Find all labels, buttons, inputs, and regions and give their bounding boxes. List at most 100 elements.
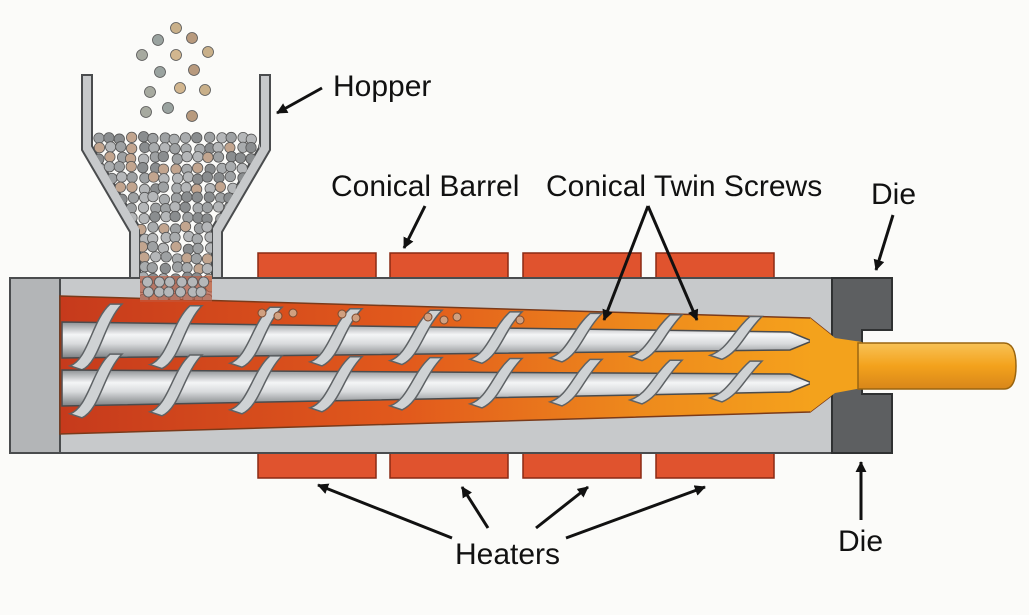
pellet-icon — [113, 222, 125, 234]
screw-flight — [467, 357, 524, 409]
hopper — [81, 74, 271, 302]
screw-icon — [61, 303, 814, 419]
pellet-icon — [201, 171, 213, 183]
pellet-icon — [176, 276, 188, 288]
pellet-icon — [147, 171, 160, 183]
pellet-icon — [224, 170, 236, 183]
pellet-icon — [159, 262, 171, 275]
pellet-icon — [105, 141, 117, 153]
pellet-icon — [93, 142, 106, 154]
pellet-icon — [103, 132, 115, 144]
pellet-icon — [102, 261, 114, 273]
pellet-icon — [258, 223, 260, 235]
pellet-icon — [102, 241, 115, 254]
label-arrows — [276, 86, 895, 540]
pellet-icon — [259, 201, 260, 214]
pellet-icon — [114, 262, 127, 274]
pellet-icon — [174, 82, 186, 94]
pellet-icon — [203, 191, 215, 203]
heater-block-icon — [655, 252, 775, 280]
conical-barrel-label: Conical Barrel — [331, 170, 519, 203]
pellet-icon — [154, 276, 165, 288]
pellet-icon — [157, 150, 169, 163]
pellet-icon — [259, 233, 260, 246]
pellet-icon — [153, 286, 165, 298]
pellet-icon — [179, 201, 191, 213]
pellet-icon — [170, 22, 182, 34]
heater-block-icon — [257, 252, 377, 280]
heater-block-icon — [522, 451, 642, 479]
die-label-top: Die — [871, 178, 916, 211]
pellet-icon — [169, 231, 181, 244]
pellet-icon — [191, 132, 203, 144]
pellet-icon — [172, 261, 184, 273]
pellet-icon — [234, 152, 247, 164]
pellet-icon — [245, 222, 257, 234]
pellet-icon — [225, 231, 237, 243]
pellet-icon — [192, 202, 204, 214]
pellet-icon — [138, 131, 150, 143]
pellet-icon — [150, 251, 162, 263]
pellet-icon — [181, 191, 193, 203]
pellet-icon — [212, 141, 224, 154]
pellet-icon — [201, 263, 213, 275]
pellet-icon — [137, 162, 149, 174]
pellet-icon — [188, 64, 200, 76]
pellet-icon — [225, 131, 237, 144]
pellet-icon — [257, 172, 260, 184]
pellet-icon — [93, 132, 105, 144]
pellet-icon — [105, 233, 117, 245]
pellet-icon — [149, 211, 161, 223]
screw-flight — [227, 306, 284, 369]
pellet-icon — [170, 241, 182, 253]
pellet-icon — [186, 110, 198, 122]
pellet-icon — [224, 142, 236, 154]
pellet-icon — [114, 181, 126, 193]
pellet-icon — [138, 212, 150, 225]
pellet-icon — [192, 242, 204, 254]
pellet-icon — [202, 46, 214, 58]
pellet-icon — [213, 172, 225, 184]
pellet-icon — [248, 232, 260, 244]
pellet-icon — [186, 32, 198, 44]
pellet-icon — [181, 262, 193, 274]
pellet-icon — [170, 163, 182, 175]
pellet-icon — [127, 192, 140, 204]
pellet-icon — [191, 191, 203, 203]
pellet-icon — [126, 142, 138, 155]
heaters-group — [257, 252, 775, 479]
pellet-icon — [198, 276, 210, 288]
pellet-icon — [105, 253, 117, 266]
screw-flight — [707, 360, 764, 403]
pellet-icon — [92, 261, 105, 273]
pellet-icon — [104, 221, 116, 234]
screw-flight — [707, 315, 764, 361]
pellet-icon — [147, 132, 159, 145]
pellet-icon — [93, 192, 106, 204]
pellet-icon — [92, 223, 104, 235]
extrudate — [857, 342, 1017, 390]
pellet-icon — [164, 276, 176, 288]
pellet-icon — [199, 84, 211, 96]
pellet-icon — [103, 161, 116, 173]
pellet-icon — [235, 211, 247, 224]
pellet-icon — [160, 251, 172, 263]
pellet-icon — [137, 202, 150, 214]
pellet-icon — [113, 231, 126, 244]
heater-block-icon — [389, 451, 509, 479]
pellet-icon — [179, 220, 192, 233]
heaters-label: Heaters — [455, 538, 560, 571]
pellet-icon — [247, 202, 259, 214]
pellet-icon — [140, 106, 152, 118]
pellet-icon — [201, 201, 213, 214]
pellet-icon — [216, 132, 228, 144]
die-label-bottom: Die — [838, 525, 883, 558]
pellet-icon — [247, 261, 259, 274]
pellet-icon — [237, 260, 249, 273]
pellet-icon — [93, 242, 105, 254]
pellet-icon — [162, 102, 174, 114]
pellet-icon — [195, 286, 207, 298]
pellet-icon — [201, 221, 213, 233]
pellet-icon — [169, 201, 181, 213]
pellet-icon — [157, 163, 170, 175]
